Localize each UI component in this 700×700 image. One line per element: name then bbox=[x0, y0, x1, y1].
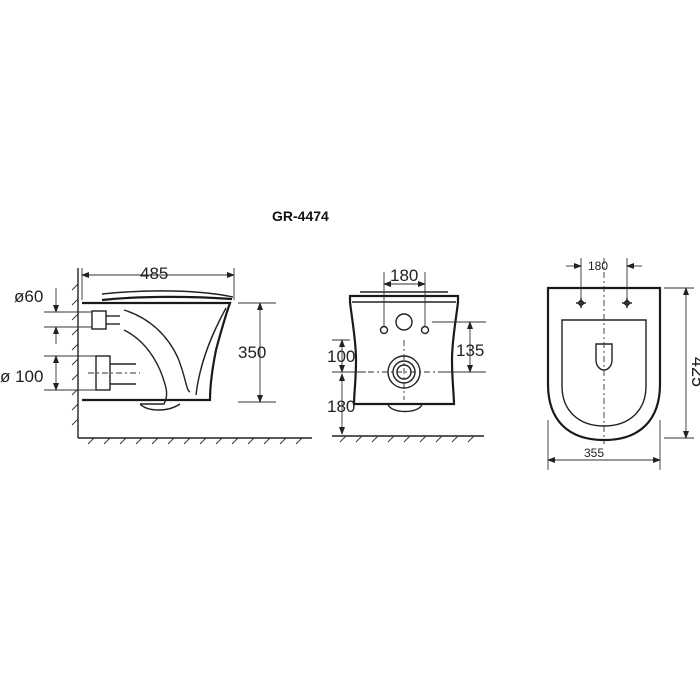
top-bolt-spacing-dimension: 180 bbox=[566, 258, 642, 300]
front-bolt-spacing-label: 180 bbox=[390, 266, 418, 285]
top-depth-label: 425 bbox=[688, 357, 700, 387]
front-inlet-height-dimension: 135 bbox=[432, 321, 486, 373]
front-floor-height-label: 180 bbox=[327, 397, 355, 416]
front-bolt-spacing-dimension: 180 bbox=[383, 266, 426, 326]
front-floor-height-dimension: 180 bbox=[327, 373, 355, 435]
toilet-top-outline bbox=[546, 258, 662, 444]
top-bolt-spacing-label: 180 bbox=[588, 259, 608, 273]
side-view: 485 350 ø60 ø 100 bbox=[0, 264, 312, 445]
side-width-dimension: 485 bbox=[81, 264, 235, 300]
side-width-label: 485 bbox=[140, 264, 168, 283]
toilet-side-profile bbox=[82, 290, 234, 411]
front-view: 180 100 180 135 bbox=[327, 266, 486, 443]
floor-side bbox=[78, 437, 312, 445]
front-outlet-height-label: 100 bbox=[327, 347, 355, 366]
inlet-diameter-dimension: ø60 bbox=[14, 287, 92, 344]
outlet-diameter-label: ø 100 bbox=[0, 367, 43, 386]
front-inlet-height-label: 135 bbox=[456, 341, 484, 360]
side-height-dimension: 350 bbox=[238, 302, 276, 403]
top-depth-dimension: 425 bbox=[664, 287, 700, 439]
outlet-diameter-dimension: ø 100 bbox=[0, 355, 96, 391]
top-view: 180 425 355 bbox=[546, 258, 700, 470]
top-width-dimension: 355 bbox=[547, 420, 661, 470]
wall bbox=[71, 268, 79, 438]
inlet-diameter-label: ø60 bbox=[14, 287, 43, 306]
side-height-label: 350 bbox=[238, 343, 266, 362]
model-title: GR-4474 bbox=[272, 208, 329, 224]
front-outlet-height-dimension: 100 bbox=[327, 339, 366, 373]
top-width-label: 355 bbox=[584, 446, 604, 460]
toilet-front-profile bbox=[348, 291, 460, 413]
floor-front bbox=[332, 435, 484, 443]
